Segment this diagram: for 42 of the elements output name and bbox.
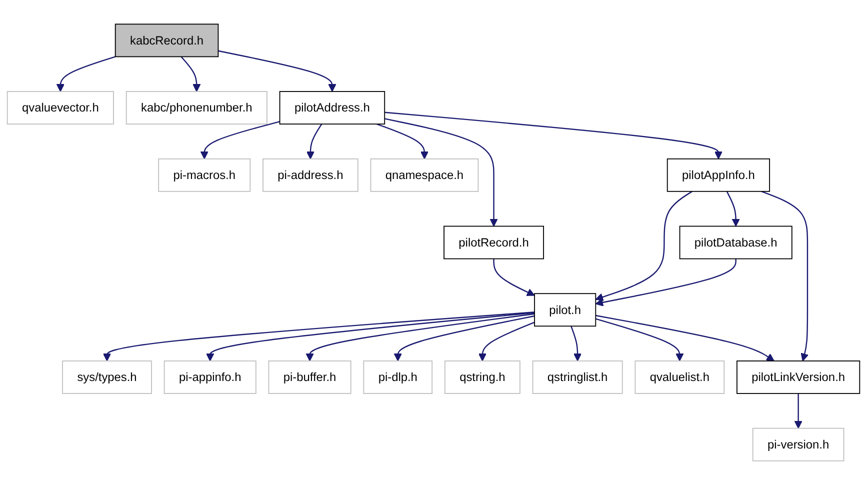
file-box: pi-version.h: [752, 428, 844, 462]
arrow: [478, 322, 535, 362]
file-box: kabc/phonenumber.h: [126, 91, 268, 124]
file-box: pilotAddress.h: [279, 91, 386, 124]
arrow: [794, 393, 802, 429]
arrow: [726, 191, 740, 227]
file-box: pi-buffer.h: [268, 360, 352, 394]
file-box: qnamespace.h: [370, 158, 479, 192]
arrow: [206, 312, 535, 362]
file-box: pilotLinkVersion.h: [736, 360, 860, 394]
arrow: [384, 112, 722, 160]
file-box: pi-appinfo.h: [164, 360, 256, 394]
arrow: [394, 315, 535, 362]
file-box: kabcRecord.h: [114, 24, 219, 58]
file-box: pilotAppInfo.h: [666, 158, 770, 192]
arrow: [180, 56, 201, 92]
file-box: qstring.h: [444, 360, 520, 394]
file-box: pi-address.h: [262, 158, 358, 192]
arrow: [306, 313, 535, 362]
arrow: [306, 124, 322, 160]
file-box: sys/types.h: [62, 360, 152, 394]
file-box: pilot.h: [534, 293, 596, 327]
file-box: pi-dlp.h: [363, 360, 433, 394]
arrow: [595, 258, 736, 306]
arrow: [376, 124, 428, 160]
arrow: [102, 312, 535, 362]
file-box: qvaluevector.h: [6, 91, 114, 124]
arrow: [595, 318, 684, 362]
arrow: [56, 56, 116, 92]
arrow: [384, 118, 498, 227]
file-box: pilotDatabase.h: [679, 226, 792, 260]
file-box: qvaluelist.h: [634, 360, 725, 394]
arrow: [218, 50, 336, 92]
arrow: [596, 314, 774, 362]
arrow: [570, 326, 582, 362]
file-box: pi-macros.h: [158, 158, 251, 192]
arrow: [493, 258, 535, 296]
file-box: pilotRecord.h: [444, 226, 544, 260]
arrow: [595, 190, 693, 301]
file-box: qstringlist.h: [532, 360, 623, 394]
arrow: [761, 190, 809, 362]
arrow: [200, 121, 280, 160]
